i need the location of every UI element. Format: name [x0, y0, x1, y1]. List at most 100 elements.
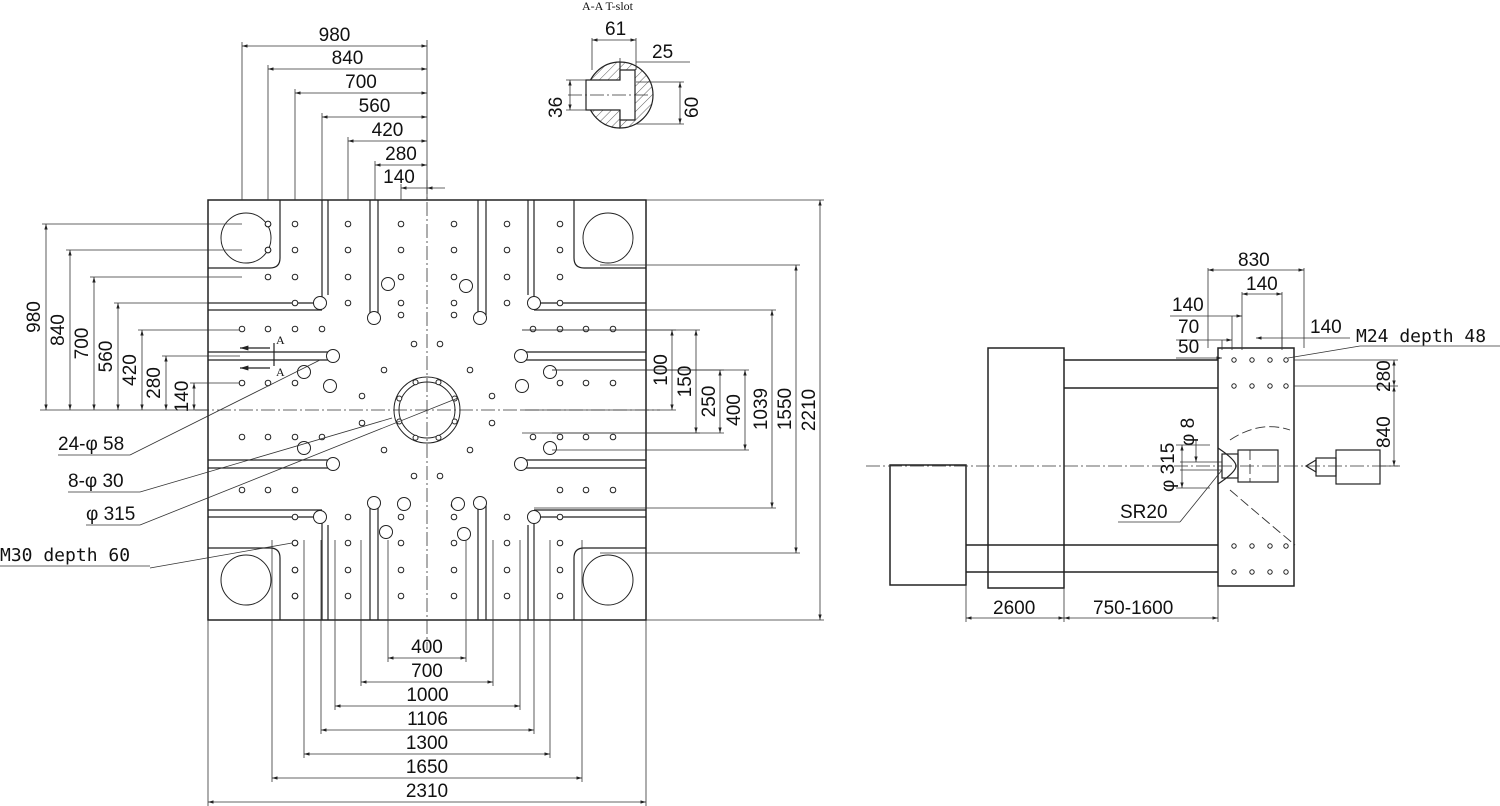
side-bolt-hole	[1249, 569, 1255, 575]
bolt-hole	[291, 539, 299, 547]
bolt-hole	[556, 513, 564, 521]
bolt-hole	[503, 299, 511, 307]
bolt-hole	[358, 419, 366, 427]
side-dim-280: 280	[1374, 360, 1395, 392]
bolt-hole	[609, 325, 617, 333]
bolt-hole	[582, 325, 590, 333]
callout-m24: M24 depth 48	[1356, 326, 1486, 347]
bolt-hole	[264, 433, 272, 441]
tie-hole	[473, 496, 487, 510]
bolt-hole	[344, 299, 352, 307]
bolt-hole	[503, 273, 511, 281]
bolt-hole	[238, 486, 246, 494]
bolt-hole	[397, 566, 405, 574]
callout-m30: M30 depth 60	[0, 545, 130, 566]
bolt-hole	[344, 539, 352, 547]
bolt-hole	[436, 472, 444, 480]
left-dim: 560	[96, 341, 117, 373]
left-dim: 700	[72, 328, 93, 360]
bolt-hole	[264, 325, 272, 333]
tslot-dim-25: 25	[652, 42, 673, 63]
side-bolt-holes	[1231, 357, 1289, 575]
bottom-dim: 400	[411, 637, 443, 658]
bolt-hole	[397, 539, 405, 547]
right-dim: 1550	[775, 388, 796, 430]
bolt-hole	[380, 446, 388, 454]
bolt-hole	[344, 513, 352, 521]
bolt-hole	[450, 566, 458, 574]
callout-sr20: SR20	[1120, 502, 1168, 523]
section-marker-bottom: A	[276, 365, 285, 379]
side-bolt-hole	[1283, 383, 1289, 389]
section-title: A-A T-slot	[582, 0, 634, 13]
bolt-hole	[556, 486, 564, 494]
tie-hole	[313, 296, 327, 310]
bolt-hole	[291, 433, 299, 441]
bolt-hole	[466, 366, 474, 374]
bolt-hole	[318, 325, 326, 333]
bolt-hole	[291, 299, 299, 307]
bolt-hole	[344, 273, 352, 281]
top-dim: 140	[383, 167, 415, 188]
left-dim: 980	[24, 301, 45, 333]
ring-hole	[412, 434, 419, 441]
ring-hole	[435, 379, 442, 386]
bolt-hole	[556, 273, 564, 281]
bolt-hole	[436, 340, 444, 348]
bolt-hole	[466, 446, 474, 454]
side-dim-140c: 140	[1310, 317, 1342, 338]
side-dim-750-1600: 750-1600	[1093, 598, 1173, 619]
side-bolt-hole	[1283, 357, 1289, 363]
tie-hole	[527, 510, 541, 524]
side-movable-platen	[987, 347, 1065, 589]
side-bolt-hole	[1267, 543, 1273, 549]
bolt-hole	[556, 299, 564, 307]
bolt-hole	[344, 220, 352, 228]
bolt-hole	[358, 392, 366, 400]
side-dim-50: 50	[1178, 337, 1199, 358]
top-dim: 420	[372, 120, 404, 141]
bolt-hole	[238, 433, 246, 441]
ring-hole	[451, 418, 458, 425]
bolt-hole	[397, 311, 405, 319]
right-dim: 1039	[751, 388, 772, 430]
bolt-hole	[503, 566, 511, 574]
bolt-hole	[344, 592, 352, 600]
bolt-hole	[556, 220, 564, 228]
tslot-cutout	[585, 69, 636, 121]
side-bolt-hole	[1267, 569, 1273, 575]
bolt-hole	[238, 379, 246, 387]
tie-hole	[459, 279, 473, 293]
side-dim-2600: 2600	[993, 598, 1035, 619]
bottom-dim: 1000	[406, 685, 448, 706]
bolt-hole	[397, 299, 405, 307]
side-dim-830: 830	[1238, 250, 1270, 271]
tslot-dim-61: 61	[605, 19, 626, 40]
bolt-hole	[397, 592, 405, 600]
bolt-hole	[503, 220, 511, 228]
bolt-hole	[291, 486, 299, 494]
side-dim-140a: 140	[1246, 274, 1278, 295]
side-phi8: φ 8	[1178, 418, 1199, 446]
side-view: 830 140 140 70 50 140 M24 depth 48 280 8…	[866, 250, 1500, 622]
bolt-hole	[450, 299, 458, 307]
bolt-hole	[450, 311, 458, 319]
tie-hole	[397, 497, 411, 511]
bolt-hole	[450, 246, 458, 254]
side-bolt-hole	[1267, 383, 1273, 389]
side-bolt-hole	[1231, 357, 1237, 363]
bolt-hole	[503, 592, 511, 600]
bolt-hole	[556, 566, 564, 574]
side-fixed-platen	[1217, 347, 1295, 587]
tie-bar-hole-tr	[582, 212, 634, 264]
bolt-hole	[529, 433, 537, 441]
tie-hole	[313, 510, 327, 524]
bolt-hole	[488, 392, 496, 400]
tie-hole	[543, 441, 557, 455]
ring-hole	[396, 395, 403, 402]
bolt-hole	[609, 433, 617, 441]
bottom-dim: 1300	[406, 733, 448, 754]
side-dim-70: 70	[1178, 317, 1199, 338]
bolt-hole	[582, 433, 590, 441]
